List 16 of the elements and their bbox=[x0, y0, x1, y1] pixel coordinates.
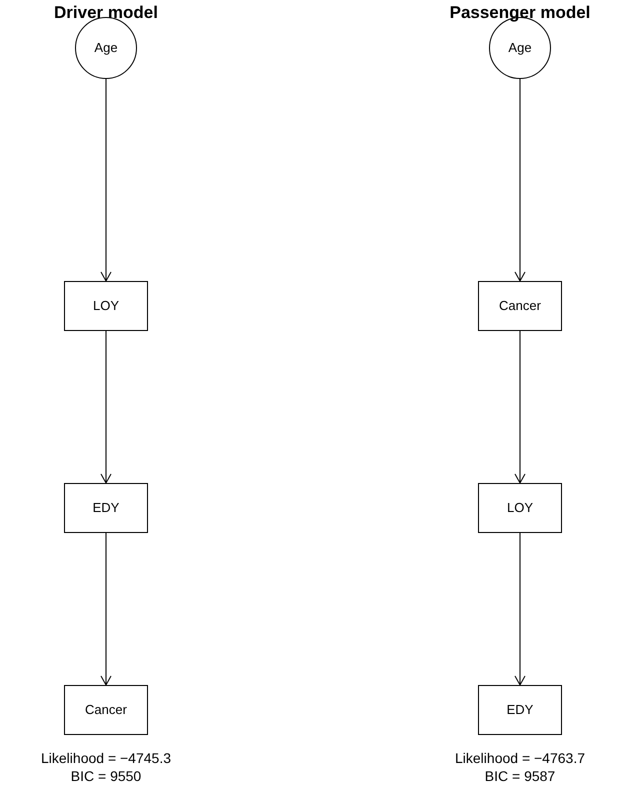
variable-box: LOY bbox=[478, 483, 562, 533]
variable-box: Cancer bbox=[478, 281, 562, 331]
variable-box: EDY bbox=[478, 685, 562, 735]
variable-box: Cancer bbox=[64, 685, 148, 735]
variable-box: LOY bbox=[64, 281, 148, 331]
arrow bbox=[514, 532, 526, 686]
arrow bbox=[514, 78, 526, 282]
arrow bbox=[100, 532, 112, 686]
arrow bbox=[100, 330, 112, 484]
fit-statistic: Likelihood = −4763.7 bbox=[455, 749, 585, 768]
fit-statistic: BIC = 9587 bbox=[484, 767, 556, 786]
variable-box: EDY bbox=[64, 483, 148, 533]
arrow bbox=[100, 78, 112, 282]
arrow bbox=[514, 330, 526, 484]
fit-statistic: BIC = 9550 bbox=[70, 767, 142, 786]
fit-statistic: Likelihood = −4745.3 bbox=[41, 749, 171, 768]
